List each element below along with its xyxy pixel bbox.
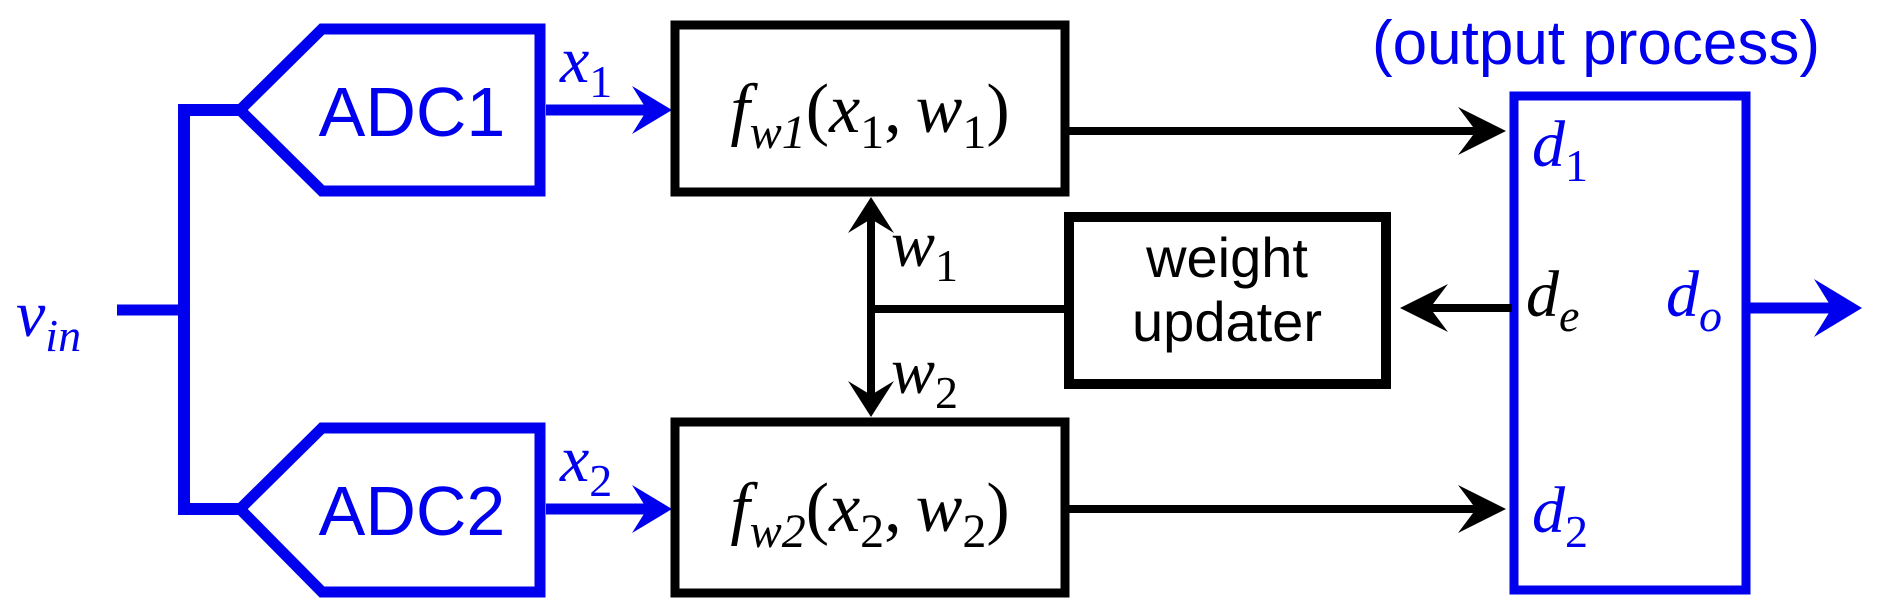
adc2-shape [232, 422, 546, 598]
w1-arrowhead-up [848, 197, 894, 233]
fw2-label: fw2(x2,w2) [730, 470, 1009, 558]
adc1-label: ADC1 [319, 73, 506, 151]
weight-updater-block: weight updater [1064, 212, 1391, 389]
output-process-shape [1509, 91, 1751, 595]
output-process-block: (output process) d1 de do d2 [1372, 9, 1820, 595]
do-label: do [1666, 258, 1722, 341]
fw1-block: fw1(x1,w1) [670, 20, 1070, 197]
x1-signal: x1 [546, 24, 672, 134]
do-arrowhead [1814, 279, 1862, 337]
x2-signal: x2 [546, 423, 672, 533]
input-trunk-line [178, 104, 248, 515]
w2-label: w2 [891, 335, 958, 418]
adc1-shape [232, 23, 546, 197]
adc2-block: ADC2 [232, 422, 546, 598]
d1-label: d1 [1532, 108, 1588, 191]
de-arrowhead [1400, 284, 1448, 332]
weight-updater-shape [1064, 212, 1391, 389]
vin-label: vin [16, 278, 81, 361]
adc1-block: ADC1 [232, 23, 546, 197]
de-signal [1400, 284, 1512, 332]
x2-label: x2 [559, 423, 612, 506]
fw1-label: fw1(x1,w1) [730, 71, 1009, 159]
output-process-title: (output process) [1372, 9, 1820, 78]
d1-signal [1065, 107, 1506, 155]
do-signal [1748, 279, 1862, 337]
d2-signal [1065, 485, 1506, 533]
d2-label: d2 [1532, 474, 1588, 557]
weight-signals: w1 w2 [848, 197, 1069, 418]
adc2-label: ADC2 [319, 472, 506, 550]
de-label: de [1526, 258, 1579, 341]
w1-label: w1 [891, 208, 958, 291]
weight-updater-label-line1: weight [1145, 226, 1308, 289]
x1-arrowhead [632, 86, 672, 134]
input-network: vin [16, 104, 248, 515]
fw1-shape [670, 20, 1070, 197]
d2-arrowhead [1458, 485, 1506, 533]
fw2-block: fw2(x2,w2) [670, 417, 1070, 598]
x1-label: x1 [559, 24, 612, 107]
w2-arrowhead-down [848, 381, 894, 417]
x2-arrowhead [632, 485, 672, 533]
weight-updater-label-line2: updater [1132, 290, 1322, 353]
d1-arrowhead [1458, 107, 1506, 155]
